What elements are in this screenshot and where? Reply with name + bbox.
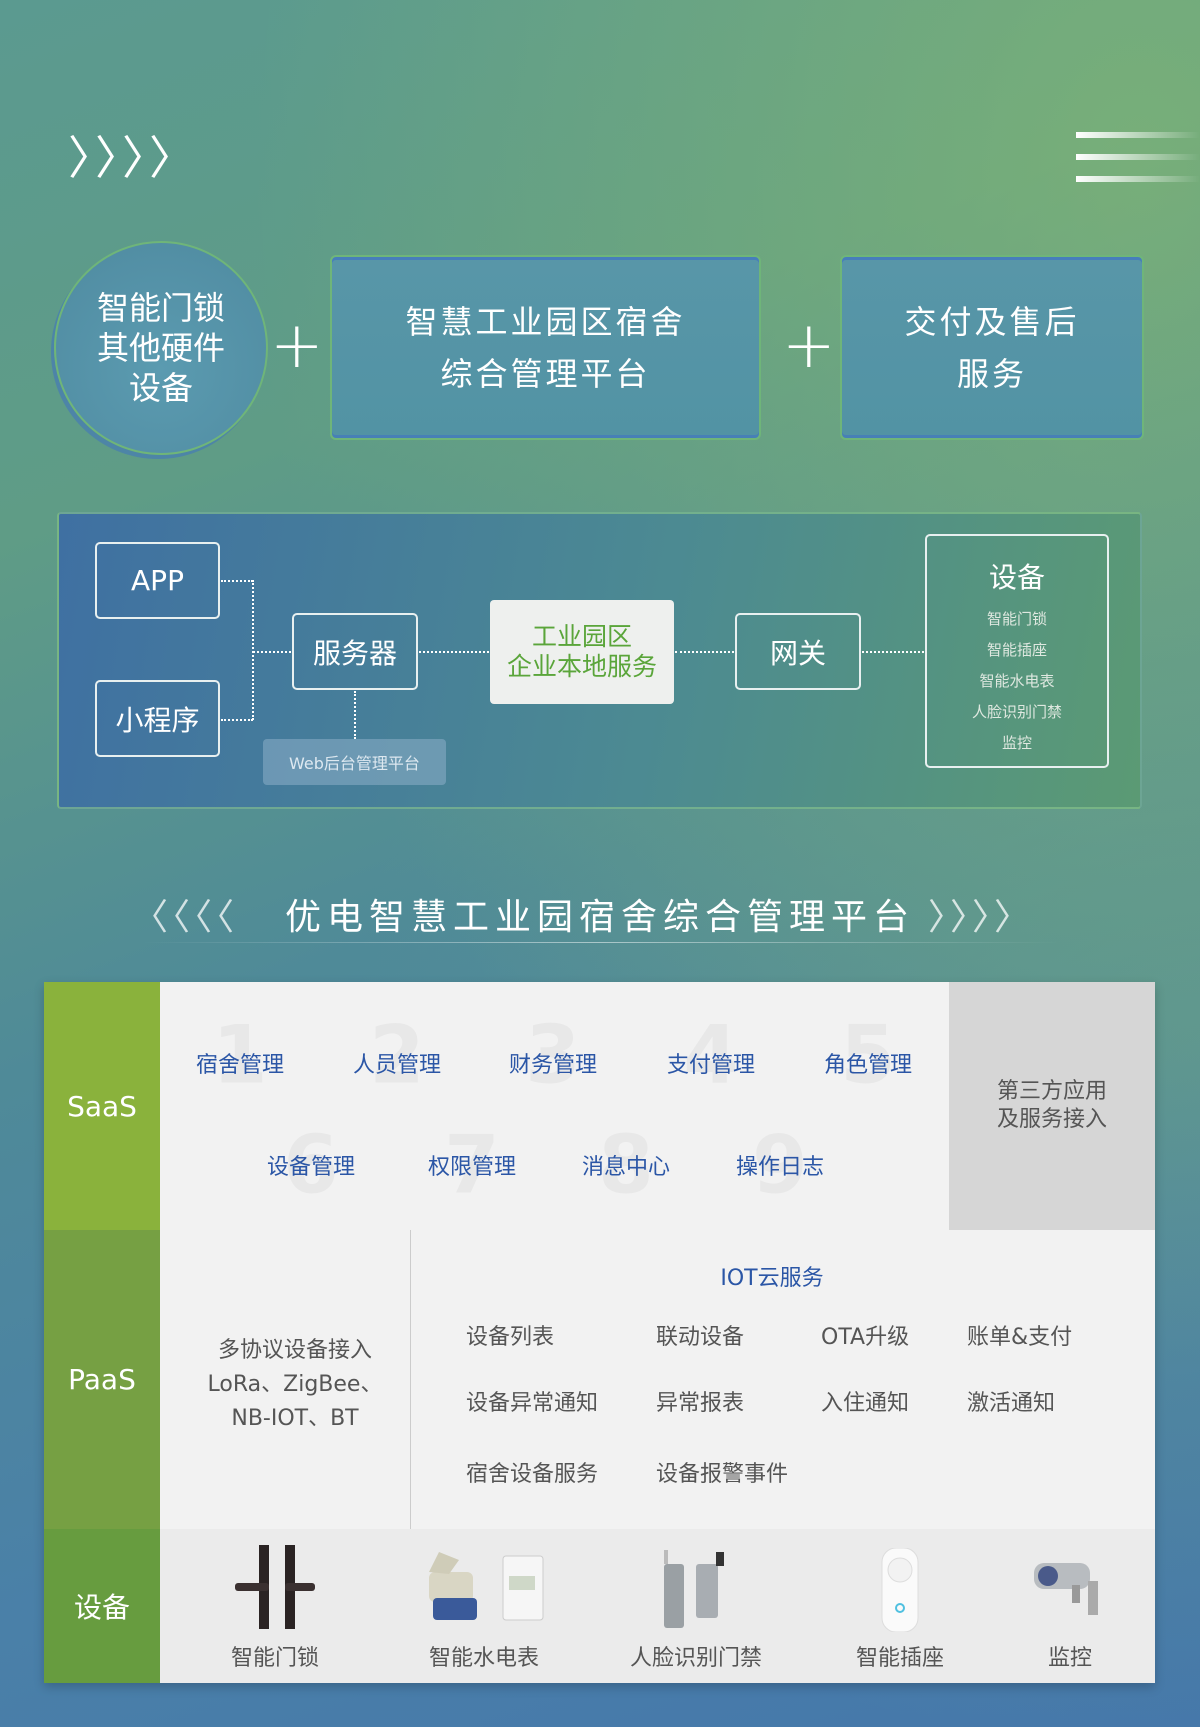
title-underline <box>140 942 1060 943</box>
saas-label: SaaS <box>44 982 160 1230</box>
paas-item: 设备异常通知 <box>466 1391 599 1416</box>
saas-item[interactable]: 财务管理 <box>508 1053 598 1078</box>
protocol-cell: 多协议设备接入 LoRa、ZigBee、 NB-IOT、BT <box>180 1334 410 1436</box>
connector <box>252 580 254 720</box>
platform-table: SaaS PaaS 设备 第三方应用及服务接入 <box>44 982 1155 1683</box>
bg-digit: 7 <box>444 1119 500 1212</box>
circle-line: 设备 <box>128 369 193 407</box>
connector <box>354 691 356 739</box>
protocol-line: 多协议设备接入 <box>217 1338 372 1363</box>
device-item: 智能水电表 <box>979 672 1055 690</box>
bg-digit: 1 <box>212 1009 268 1102</box>
center-line: 企业本地服务 <box>506 652 657 681</box>
devices-title: 设备 <box>988 561 1045 594</box>
local-service-node: 工业园区企业本地服务 <box>490 600 674 704</box>
plus-icon: + <box>270 309 324 383</box>
device-row-bg <box>160 1529 1155 1683</box>
right-chevrons: 〉〉〉〉 <box>928 897 1035 938</box>
left-chevrons: 〈〈〈〈 <box>132 897 239 938</box>
saas-item[interactable]: 支付管理 <box>666 1053 756 1078</box>
connector <box>221 719 253 721</box>
saas-item[interactable]: 宿舍管理 <box>195 1053 285 1078</box>
device-item: 人脸识别门禁 <box>971 703 1062 721</box>
gateway-node: 网关 <box>735 613 861 690</box>
device-name: 智能水电表 <box>428 1646 540 1671</box>
paas-item: 联动设备 <box>656 1325 745 1350</box>
connector <box>221 580 253 582</box>
service-line: 交付及售后 <box>904 302 1080 341</box>
menu-line <box>1076 154 1200 160</box>
device-item: 监控 <box>1001 734 1032 752</box>
smart-socket-icon <box>881 1548 919 1632</box>
third-party-cell: 第三方应用及服务接入 <box>949 982 1155 1230</box>
bg-digit: 4 <box>683 1009 739 1102</box>
plus-icon: + <box>782 309 836 383</box>
service-box: 交付及售后服务 <box>840 255 1144 440</box>
paas-item: 入住通知 <box>821 1391 910 1416</box>
bg-digit: 5 <box>840 1009 896 1102</box>
paas-item: OTA升级 <box>821 1325 910 1350</box>
menu-line <box>1076 132 1200 138</box>
hardware-circle: 智能门锁其他硬件设备 <box>54 241 268 455</box>
device-name: 监控 <box>1047 1646 1093 1671</box>
center-line: 工业园区 <box>531 622 632 651</box>
connector <box>862 651 924 653</box>
water-electric-meter-icon <box>429 1552 544 1621</box>
paas-item: 异常报表 <box>656 1391 745 1416</box>
bg-digit: 6 <box>283 1119 339 1212</box>
bg-digit: 8 <box>598 1119 654 1212</box>
saas-item[interactable]: 角色管理 <box>823 1053 913 1078</box>
menu-line <box>1076 176 1200 182</box>
platform-line: 综合管理平台 <box>440 354 651 393</box>
miniprogram-node: 小程序 <box>95 680 220 757</box>
divider <box>410 1230 411 1529</box>
paas-label: PaaS <box>44 1230 160 1529</box>
section-title: 优电智慧工业园宿舍综合管理平台 <box>284 897 915 938</box>
devices-node: 设备 智能门锁 智能插座 智能水电表 人脸识别门禁 监控 <box>925 534 1109 768</box>
device-item: 智能插座 <box>986 641 1047 659</box>
iot-title: IOT云服务 <box>720 1266 824 1291</box>
saas-item[interactable]: 操作日志 <box>735 1155 825 1180</box>
paas-item: 设备报警事件 <box>656 1462 789 1487</box>
platform-box: 智慧工业园区宿舍综合管理平台 <box>330 255 761 440</box>
service-line: 服务 <box>956 354 1027 393</box>
chevrons-decoration: 〉〉〉〉 <box>68 131 199 185</box>
app-node: APP <box>95 542 220 619</box>
paas-item: 宿舍设备服务 <box>466 1462 599 1487</box>
protocol-line: NB-IOT、BT <box>231 1406 359 1431</box>
web-admin-node: Web后台管理平台 <box>263 739 446 785</box>
device-name: 智能门锁 <box>230 1646 320 1671</box>
device-item: 智能门锁 <box>986 610 1047 628</box>
paas-item: 账单&支付 <box>967 1325 1073 1350</box>
door-lock-icon <box>235 1545 315 1629</box>
bg-digit: 3 <box>525 1009 581 1102</box>
device-label: 设备 <box>44 1529 160 1683</box>
saas-item[interactable]: 人员管理 <box>352 1053 442 1078</box>
circle-line: 智能门锁 <box>96 289 225 327</box>
paas-item: 激活通知 <box>967 1391 1056 1416</box>
connector <box>419 651 489 653</box>
surveillance-camera-icon <box>1034 1563 1098 1615</box>
paas-item: 设备列表 <box>466 1325 555 1350</box>
circle-line: 其他硬件 <box>96 329 225 367</box>
bg-digit: 9 <box>752 1119 808 1212</box>
face-recognition-gate-icon <box>664 1550 724 1628</box>
bg-digit: 2 <box>369 1009 425 1102</box>
server-node: 服务器 <box>292 613 418 690</box>
device-name: 人脸识别门禁 <box>629 1646 763 1671</box>
protocol-line: LoRa、ZigBee、 <box>207 1372 383 1397</box>
platform-line: 智慧工业园区宿舍 <box>405 302 686 341</box>
saas-item[interactable]: 消息中心 <box>581 1155 671 1180</box>
connector <box>253 651 291 653</box>
saas-item[interactable]: 权限管理 <box>427 1155 517 1180</box>
third-party-line: 第三方应用 <box>996 1079 1107 1104</box>
device-name: 智能插座 <box>855 1646 945 1671</box>
third-party-line: 及服务接入 <box>996 1107 1107 1132</box>
connector <box>675 651 734 653</box>
saas-item[interactable]: 设备管理 <box>266 1155 356 1180</box>
